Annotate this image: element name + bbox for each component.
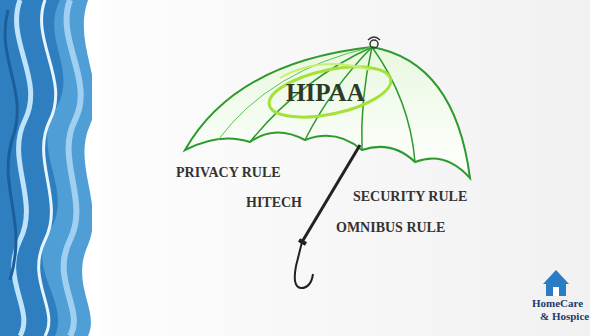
rule-label: SECURITY RULE — [353, 190, 467, 204]
logo-icon — [543, 270, 569, 296]
umbrella-title: HIPAA — [286, 80, 365, 105]
rule-label: OMNIBUS RULE — [336, 221, 445, 235]
logo-text: & Hospice — [540, 311, 589, 322]
wave-strip — [0, 0, 100, 336]
umbrella-canopy — [185, 37, 470, 178]
logo-text: HomeCare — [532, 298, 583, 309]
rule-label: PRIVACY RULE — [176, 166, 281, 180]
umbrella-handle — [295, 145, 360, 288]
rule-label: HITECH — [246, 196, 302, 210]
